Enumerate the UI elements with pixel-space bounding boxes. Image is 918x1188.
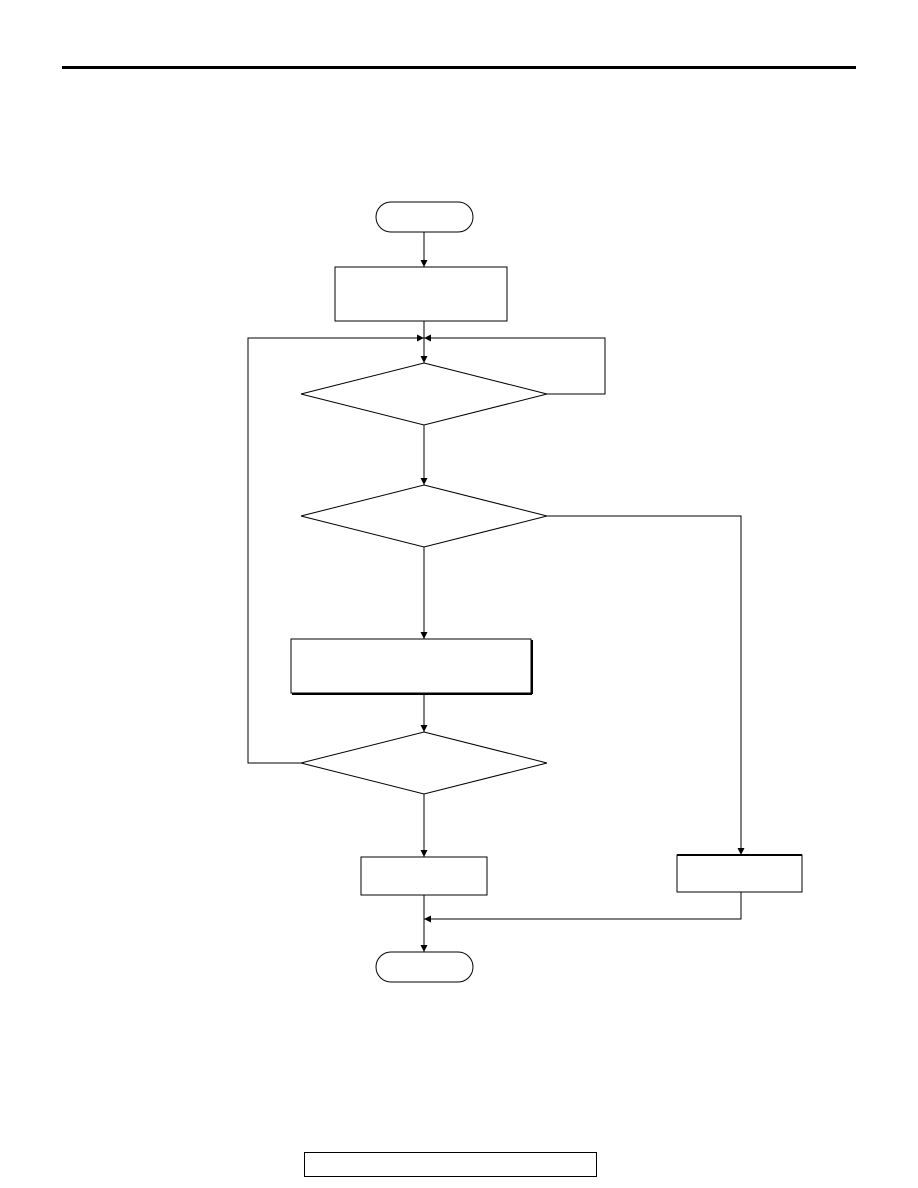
step-1-box <box>334 266 508 322</box>
edge-decision-1-loop <box>424 334 606 395</box>
header-rule <box>62 66 856 69</box>
decision-2-diamond <box>300 484 548 548</box>
end-terminal <box>375 951 474 983</box>
decision-1-diamond <box>300 362 548 426</box>
edge-decision-3-loop <box>247 334 424 764</box>
step-3-box <box>360 856 488 896</box>
decision-3-diamond <box>300 731 548 795</box>
step-4-box <box>676 854 803 893</box>
edge-step-4-end <box>424 892 742 923</box>
footer-box <box>304 1152 597 1177</box>
edge-decision-2-step-4 <box>547 515 745 855</box>
step-2-box <box>290 638 532 694</box>
start-terminal <box>375 201 474 233</box>
